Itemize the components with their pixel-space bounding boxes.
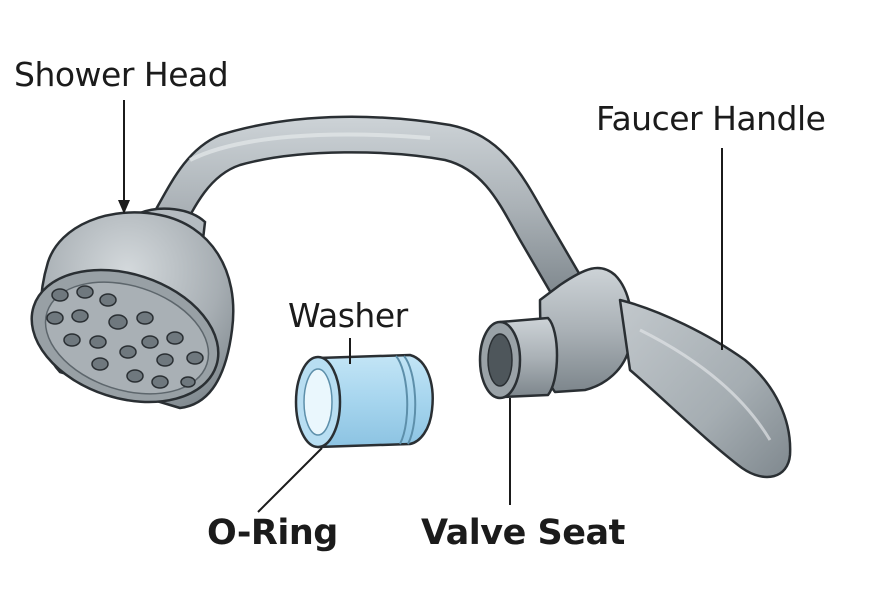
valve-seat-label: Valve Seat <box>421 513 625 553</box>
shower-arm-icon <box>148 115 582 302</box>
o-ring-leader <box>257 447 323 513</box>
faucet-handle-label: Faucer Handle <box>596 99 826 138</box>
washer-cylinder-icon <box>294 353 434 449</box>
washer-label: Washer <box>288 296 408 335</box>
shower-head-arrow-icon <box>118 200 130 214</box>
leader-lines <box>118 100 723 513</box>
o-ring-label: O-Ring <box>207 513 338 553</box>
faucet-handle-icon <box>618 298 792 479</box>
valve-seat-icon <box>478 316 559 400</box>
shower-head-icon <box>30 211 235 410</box>
shower-head-label: Shower Head <box>14 55 229 94</box>
